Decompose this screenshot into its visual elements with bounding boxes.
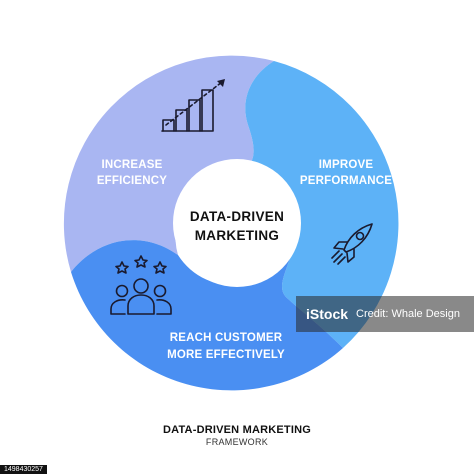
rocket-icon xyxy=(331,223,373,265)
footer-title: DATA-DRIVEN MARKETING xyxy=(163,424,311,436)
segment-label-increase-line2: EFFICIENCY xyxy=(97,175,167,187)
segment-label-reach-line1: REACH CUSTOMER xyxy=(170,332,283,344)
center-hub xyxy=(173,159,301,287)
growth-chart-icon xyxy=(161,79,225,132)
segment-reach-customer xyxy=(71,236,343,391)
customer-stars-icon xyxy=(110,255,172,315)
segment-label-improve-line1: IMPROVE xyxy=(319,159,374,171)
segment-label-increase-line1: INCREASE xyxy=(101,159,162,171)
footer-subtitle: FRAMEWORK xyxy=(206,437,268,447)
watermark-credit: Credit: Whale Design xyxy=(356,308,460,320)
segment-increase-efficiency xyxy=(63,55,274,273)
segment-label-improve-line2: PERFORMANCE xyxy=(300,175,392,187)
segment-label-reach-line2: MORE EFFECTIVELY xyxy=(167,349,285,361)
center-title-line2: MARKETING xyxy=(195,228,279,243)
watermark-logo: iStock xyxy=(306,306,349,322)
watermark-bar: iStock Credit: Whale Design xyxy=(296,296,474,332)
segment-improve-performance xyxy=(237,61,399,348)
center-title-line1: DATA-DRIVEN xyxy=(190,209,284,224)
image-id-tag: 1498430257 xyxy=(0,465,47,474)
